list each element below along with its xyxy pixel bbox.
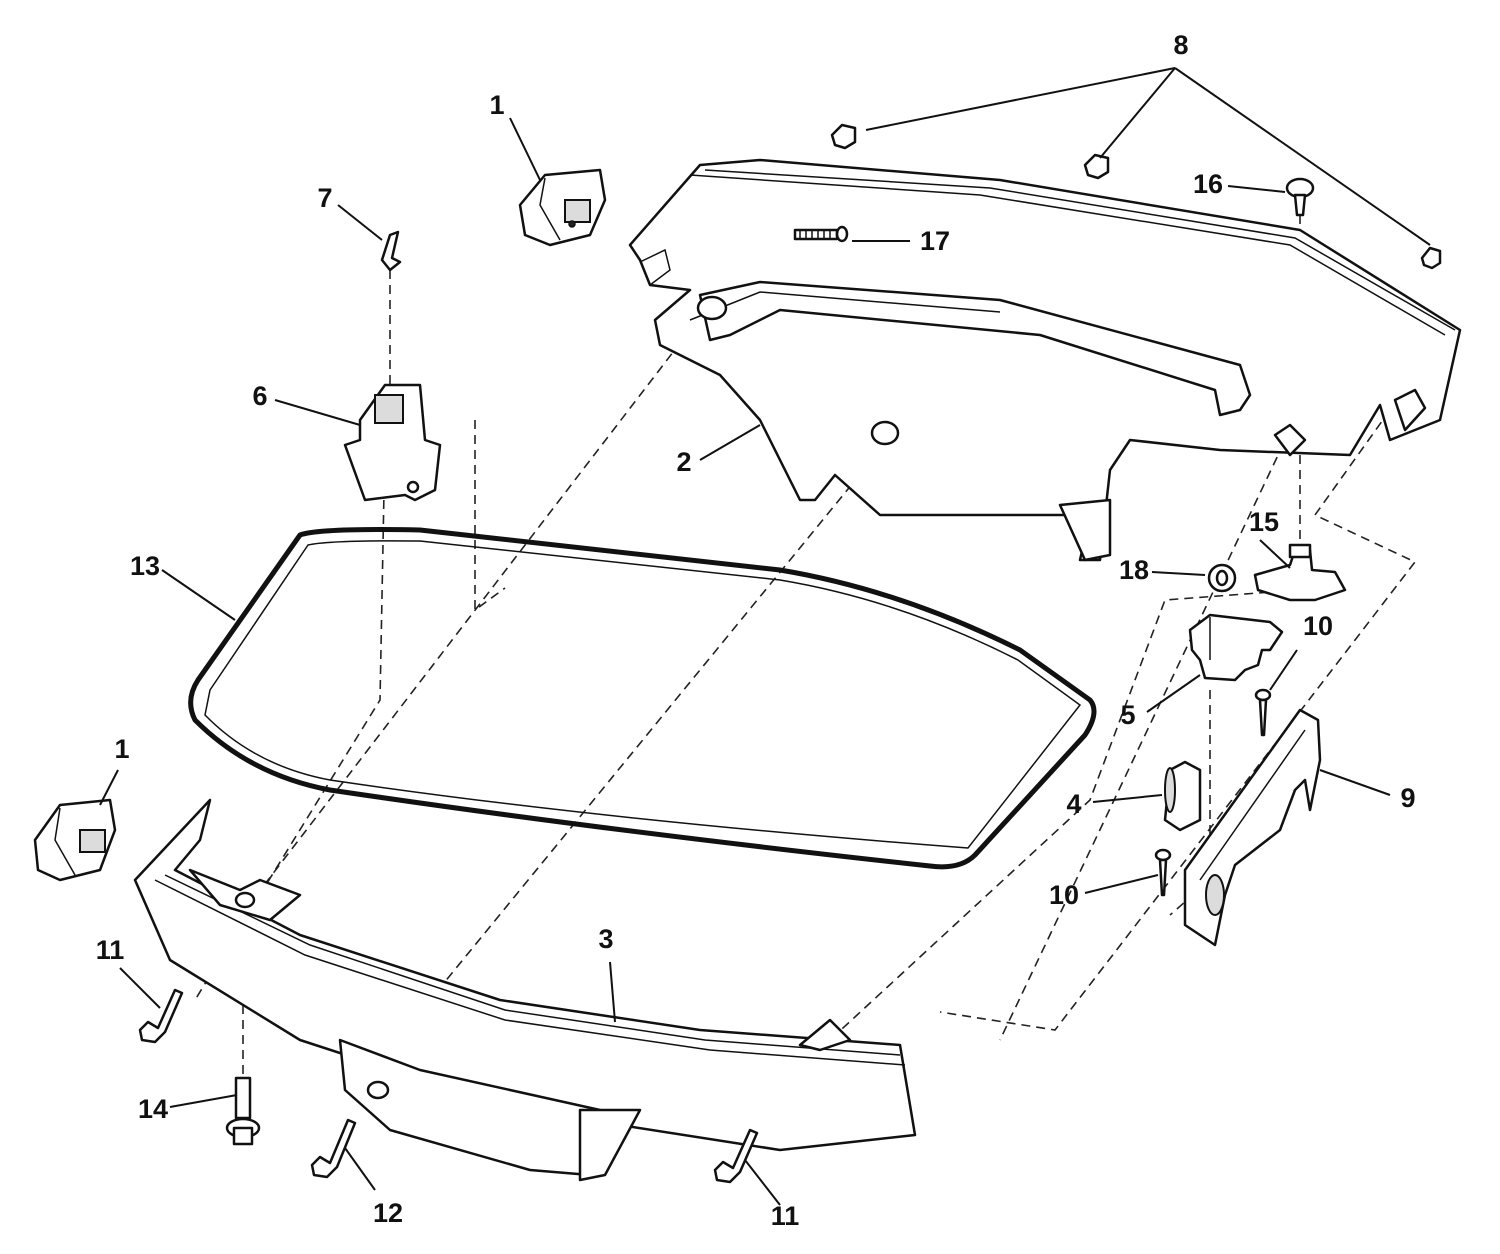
part-3-front-cowl bbox=[133, 798, 917, 1182]
callout-13: 13 bbox=[130, 551, 160, 581]
part-16-screw bbox=[1285, 177, 1315, 217]
part-2-rear-cowl bbox=[628, 158, 1462, 562]
callout-numbers: 1 1 2 3 4 5 6 7 8 9 10 10 11 11 12 13 14… bbox=[96, 30, 1416, 1231]
callout-8: 8 bbox=[1173, 30, 1188, 60]
callout-15: 15 bbox=[1249, 507, 1279, 537]
callout-12: 12 bbox=[373, 1198, 403, 1228]
part-6-latch-bracket bbox=[343, 383, 442, 502]
part-1-latch-lower bbox=[33, 798, 117, 882]
part-18-washer bbox=[1207, 563, 1237, 593]
part-15-valve-fitting bbox=[1253, 543, 1347, 602]
callout-2: 2 bbox=[676, 447, 691, 477]
part-10-screws bbox=[1154, 688, 1272, 897]
callout-1-upper: 1 bbox=[489, 90, 504, 120]
callout-11-bottom: 11 bbox=[771, 1201, 800, 1231]
callout-5: 5 bbox=[1120, 700, 1135, 730]
part-5-latch-plate bbox=[1188, 613, 1284, 682]
callout-9: 9 bbox=[1400, 783, 1415, 813]
callout-10-upper: 10 bbox=[1303, 611, 1333, 641]
callout-leader-lines bbox=[99, 67, 1431, 1206]
callout-7: 7 bbox=[317, 183, 332, 213]
part-1-latch-upper bbox=[518, 168, 607, 247]
assembly-dashed-lines bbox=[194, 215, 1417, 1146]
callout-10-lower: 10 bbox=[1049, 880, 1079, 910]
callout-17: 17 bbox=[920, 226, 950, 256]
callout-3: 3 bbox=[598, 924, 613, 954]
part-17-bolt bbox=[793, 225, 849, 243]
part-9-side-bracket bbox=[1183, 708, 1322, 947]
part-11-screws bbox=[138, 988, 759, 1184]
callout-6: 6 bbox=[252, 381, 267, 411]
callout-16: 16 bbox=[1193, 169, 1223, 199]
part-12-screw bbox=[310, 1118, 357, 1179]
callout-18: 18 bbox=[1119, 555, 1149, 585]
part-13-seal-gasket bbox=[188, 527, 1097, 870]
callout-11-left: 11 bbox=[96, 935, 125, 965]
part-8-plugs bbox=[830, 123, 1442, 270]
callout-4: 4 bbox=[1066, 789, 1081, 819]
callout-1-lower: 1 bbox=[114, 734, 129, 764]
part-7-clip bbox=[380, 230, 402, 272]
callout-14: 14 bbox=[138, 1094, 168, 1124]
part-14-shoulder-bolt bbox=[225, 1076, 261, 1146]
part-4-grommet bbox=[1163, 760, 1202, 832]
